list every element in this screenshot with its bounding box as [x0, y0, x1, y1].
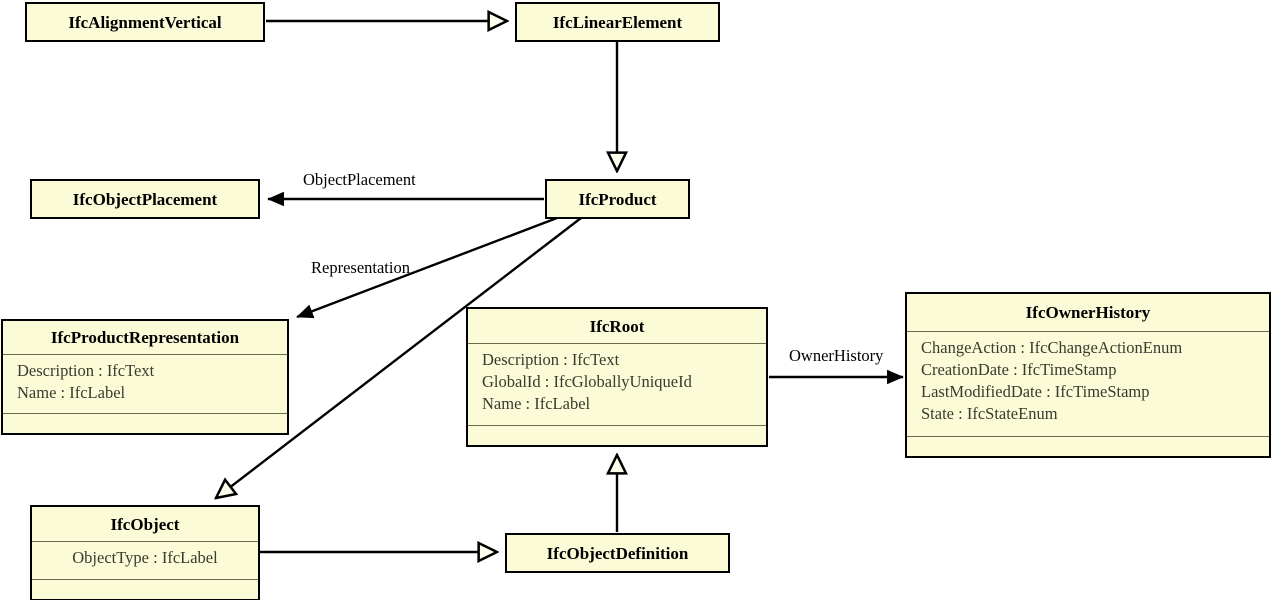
class-title-ifcproduct: IfcProduct: [578, 189, 657, 209]
attribute-row: Description : IfcText: [482, 350, 620, 369]
attribute-row: ChangeAction : IfcChangeActionEnum: [921, 338, 1183, 357]
attribute-row: Description : IfcText: [17, 360, 155, 380]
class-title-ifcobject: IfcObject: [110, 514, 180, 534]
class-operations-ifcroot: [468, 425, 766, 445]
edge-label-representation: Representation: [311, 258, 410, 277]
class-title-ifcalignmentvertical: IfcAlignmentVertical: [68, 12, 222, 32]
attribute-row: ObjectType : IfcLabel: [72, 548, 218, 567]
class-attributes-ifcproductrepresentation: Description : IfcText Name : IfcLabel: [3, 353, 287, 413]
class-operations-ifcownerhistory: [907, 436, 1269, 456]
class-title-ifcroot: IfcRoot: [589, 316, 645, 336]
class-box-ifcroot[interactable]: IfcRoot Description : IfcText GlobalId :…: [466, 307, 768, 447]
class-box-ifcproductrepresentation[interactable]: IfcProductRepresentation Description : I…: [1, 319, 289, 435]
attribute-row: Name : IfcLabel: [482, 393, 591, 413]
class-operations-ifcobject: [32, 579, 258, 599]
class-title-ifclinearelement: IfcLinearElement: [552, 12, 683, 32]
class-box-ifcobject[interactable]: IfcObject ObjectType : IfcLabel: [30, 505, 260, 600]
attribute-row: CreationDate : IfcTimeStamp: [921, 359, 1117, 379]
edge-label-ownerhistory: OwnerHistory: [789, 346, 884, 365]
class-box-ifcobjectplacement[interactable]: IfcObjectPlacement: [30, 179, 260, 219]
class-box-ifcobjectdefinition[interactable]: IfcObjectDefinition: [505, 533, 730, 573]
class-operations-ifcproductrepresentation: [3, 413, 287, 433]
class-box-ifcproduct[interactable]: IfcProduct: [545, 179, 690, 219]
class-title-ifcownerhistory: IfcOwnerHistory: [1025, 303, 1151, 322]
attribute-row: GlobalId : IfcGloballyUniqueId: [482, 371, 692, 391]
class-box-ifcownerhistory[interactable]: IfcOwnerHistory ChangeAction : IfcChange…: [905, 292, 1271, 458]
edge-label-objectplacement: ObjectPlacement: [303, 170, 416, 189]
class-attributes-ifcownerhistory: ChangeAction : IfcChangeActionEnum Creat…: [907, 331, 1269, 436]
class-box-ifcalignmentvertical[interactable]: IfcAlignmentVertical: [25, 2, 265, 42]
class-title-ifcobjectdefinition: IfcObjectDefinition: [546, 543, 689, 563]
class-box-ifclinearelement[interactable]: IfcLinearElement: [515, 2, 720, 42]
class-title-ifcproductrepresentation: IfcProductRepresentation: [50, 327, 240, 347]
class-attributes-ifcroot: Description : IfcText GlobalId : IfcGlob…: [468, 343, 766, 425]
attribute-row: Name : IfcLabel: [17, 382, 126, 402]
attribute-row: State : IfcStateEnum: [921, 403, 1058, 423]
class-title-ifcobjectplacement: IfcObjectPlacement: [72, 189, 218, 209]
class-attributes-ifcobject: ObjectType : IfcLabel: [32, 541, 258, 579]
attribute-row: LastModifiedDate : IfcTimeStamp: [921, 381, 1150, 401]
